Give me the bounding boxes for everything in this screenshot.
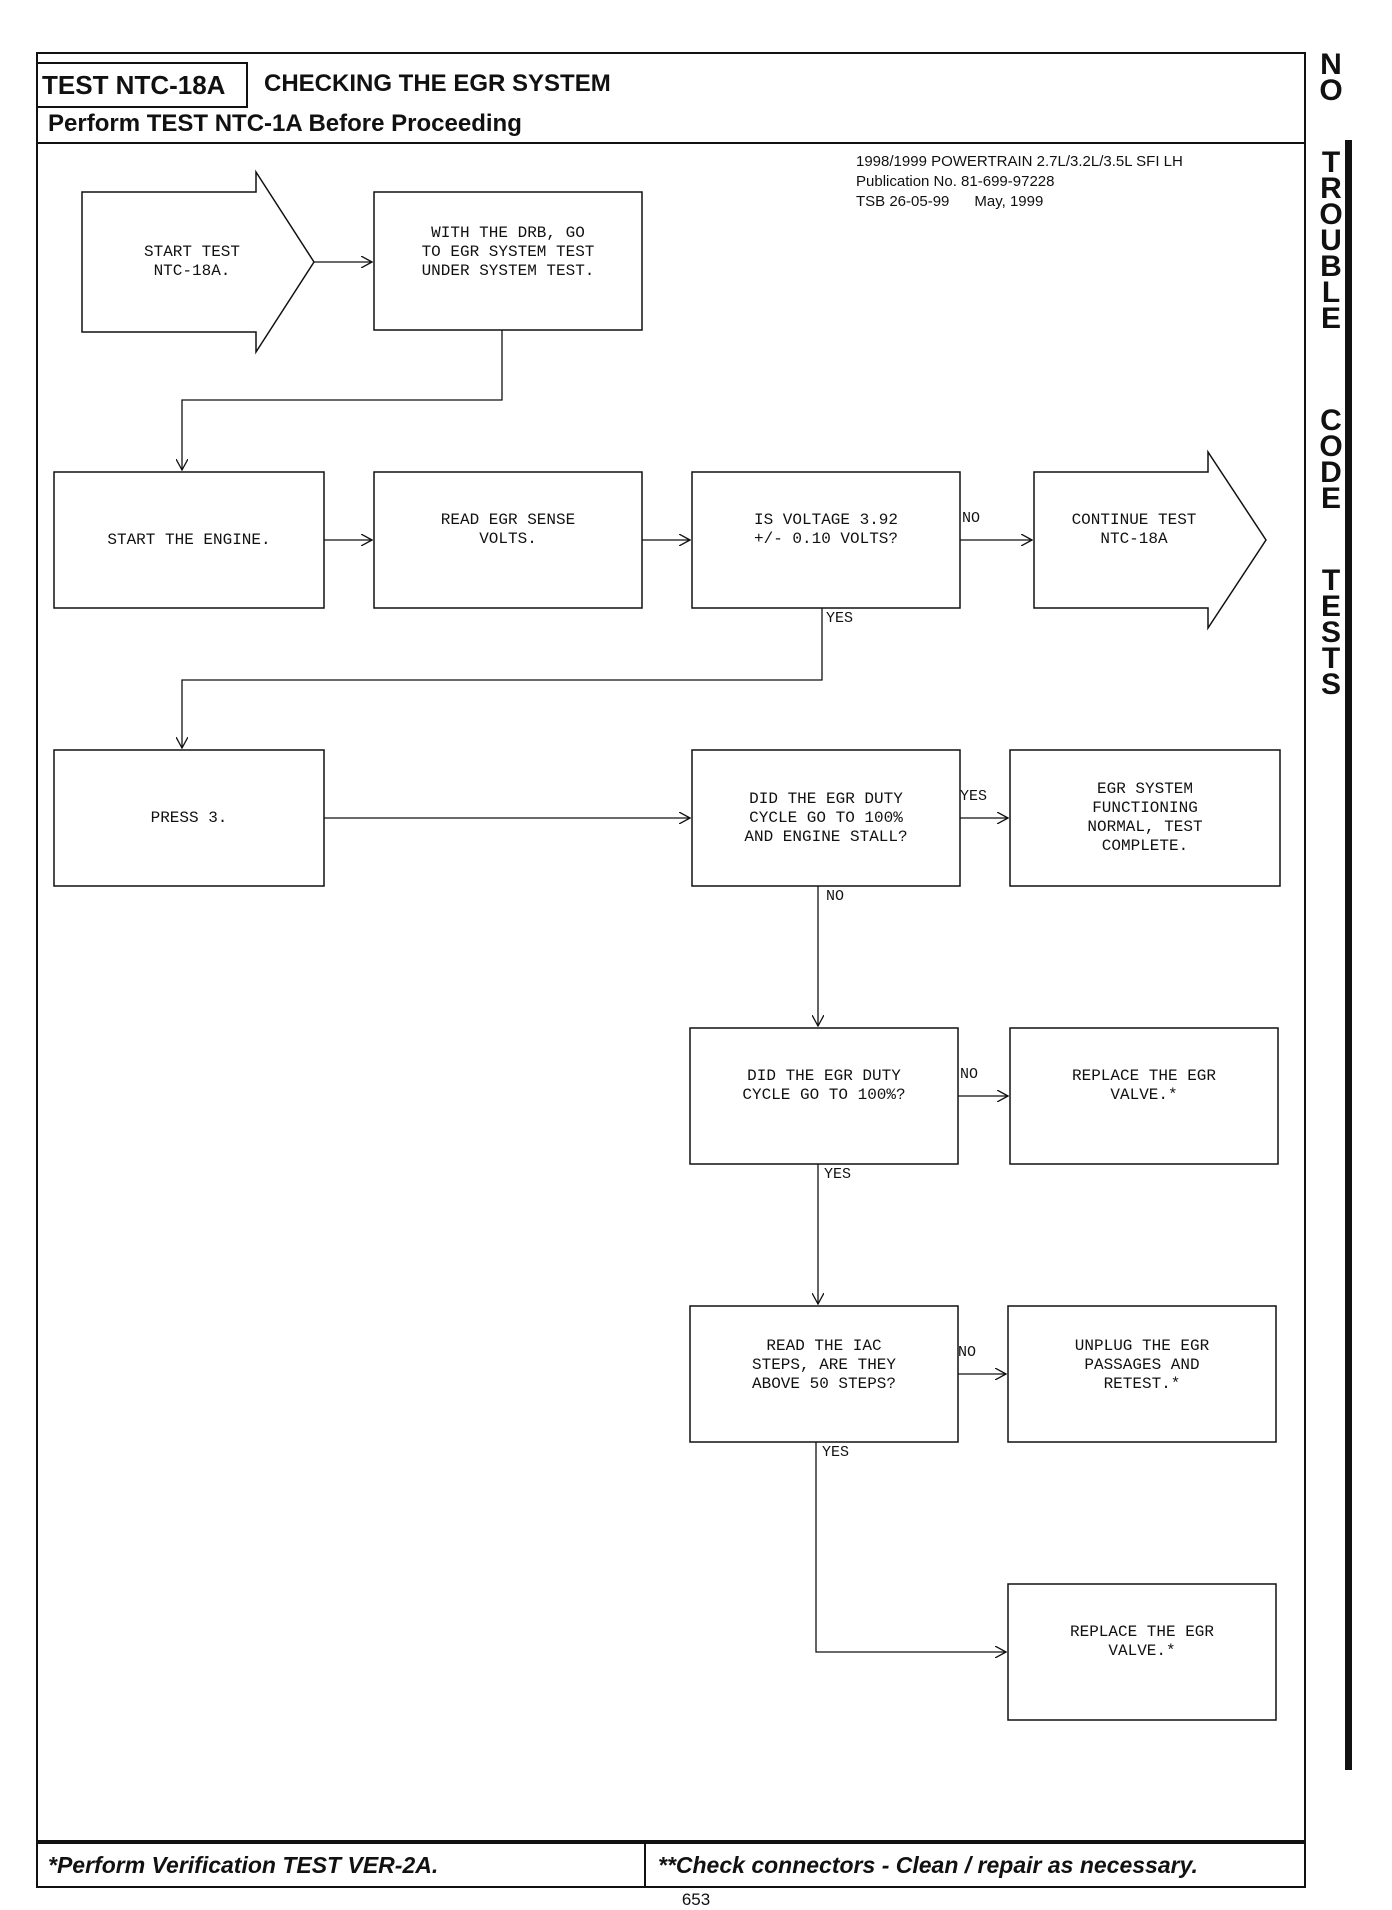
side-label-letter: E [1320,482,1341,515]
branch-label-no: NO [958,1344,977,1361]
side-label-letter: T [1321,146,1341,179]
side-label-letter: T [1321,564,1341,597]
drb-node-shape [373,191,643,331]
connector [815,1442,1006,1652]
test-id: TEST NTC-18A [36,62,248,108]
iac-decision: READ THE IAC STEPS, ARE THEY ABOVE 50 ST… [751,1336,897,1393]
continue-node-shape [1033,449,1267,631]
drb-node: WITH THE DRB, GO TO EGR SYSTEM TEST UNDE… [421,223,595,280]
replace1-node-shape [1009,1027,1279,1165]
branch-label-yes: YES [824,1166,852,1183]
side-label-letter: N [1320,48,1342,81]
branch-label-yes: YES [960,788,988,805]
continue-node: CONTINUE TEST NTC-18A [1071,511,1197,548]
replace2-node-shape [1007,1583,1277,1721]
unplug-node: UNPLUG THE EGR PASSAGES AND RETEST.* [1074,1336,1210,1393]
side-label-letter: L [1321,276,1341,309]
complete-node: EGR SYSTEM FUNCTIONING NORMAL, TEST COMP… [1087,780,1203,855]
side-label-letter: S [1320,668,1341,701]
side-label-letter: D [1320,456,1342,489]
branch-label-yes: YES [826,610,854,627]
side-label-letter: B [1320,250,1342,283]
page-frame [36,52,1306,1842]
start-node: START TEST NTC-18A. [143,243,240,280]
branch-label-no: NO [826,888,845,905]
side-label-letter: O [1319,74,1343,107]
replace1-node: REPLACE THE EGR VALVE.* [1071,1067,1217,1104]
branch-label-no: NO [960,1066,979,1083]
side-label-letter: E [1320,590,1341,623]
footer-note-right: **Check connectors - Clean / repair as n… [644,1842,1306,1888]
connector [182,330,503,470]
start-engine-node: START THE ENGINE. [107,530,271,549]
side-label-letter: O [1319,198,1343,231]
side-label-letter: O [1319,430,1343,463]
press3-node: PRESS 3. [150,808,228,827]
side-bar [1345,140,1352,1770]
side-label-letter: C [1320,404,1342,437]
read-volts-node: READ EGR SENSE VOLTS. [440,511,576,548]
page-number: 653 [681,1890,711,1909]
side-label-letter: R [1320,172,1342,205]
test-subtitle: Perform TEST NTC-1A Before Proceeding [48,110,522,137]
start-node-shape [81,169,315,355]
branch-label-no: NO [962,510,981,527]
duty-decision: DID THE EGR DUTY CYCLE GO TO 100%? [742,1067,906,1104]
stall-decision: DID THE EGR DUTY CYCLE GO TO 100% AND EN… [744,789,908,846]
side-label-letter: S [1320,616,1341,649]
connector [182,608,823,748]
replace2-node: REPLACE THE EGR VALVE.* [1069,1623,1215,1660]
header-divider [36,142,1306,144]
voltage-decision: IS VOLTAGE 3.92 +/- 0.10 VOLTS? [753,511,899,548]
unplug-node-shape [1007,1305,1277,1443]
publication-info: 1998/1999 POWERTRAIN 2.7L/3.2L/3.5L SFI … [856,153,1183,210]
footer-note-left: *Perform Verification TEST VER-2A. [36,1842,646,1888]
side-label-letter: E [1320,302,1341,335]
complete-node-shape [1009,749,1281,887]
test-title: CHECKING THE EGR SYSTEM [264,70,611,97]
side-label-letter: U [1320,224,1342,257]
branch-label-yes: YES [822,1444,850,1461]
side-label-letter: T [1321,642,1341,675]
